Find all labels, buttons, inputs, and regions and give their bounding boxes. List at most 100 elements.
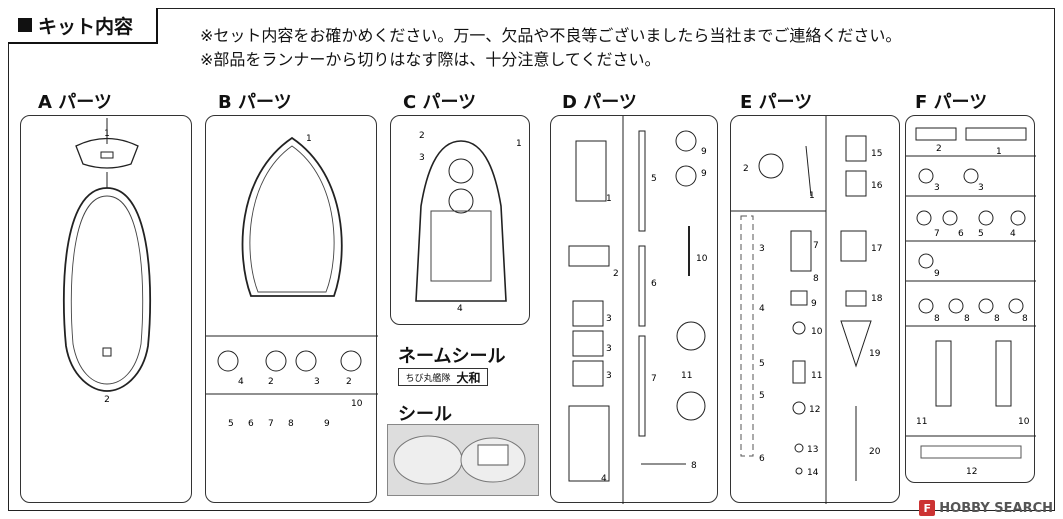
part-number-d2: 2 — [613, 269, 619, 279]
part-number-d3a: 3 — [606, 314, 612, 324]
part-b2-prop — [265, 350, 287, 372]
part-number-e17: 17 — [871, 244, 882, 254]
panel-e-drawing: 2 1 3 4 5 5 6 7 8 9 10 11 12 13 14 15 16… — [731, 116, 883, 504]
part-number-f1: 1 — [996, 147, 1002, 157]
part-f8b-shape — [948, 298, 964, 314]
part-d3a-shape — [572, 300, 604, 327]
part-number-b4: 4 — [238, 377, 244, 387]
part-number-f8c: 8 — [994, 314, 1000, 324]
decal-sheet-drawing — [393, 435, 526, 485]
panel-label-b: B パーツ — [218, 92, 292, 113]
part-c4-turret-1 — [448, 158, 474, 184]
part-number-f12: 12 — [966, 467, 977, 477]
part-e2-shape — [758, 153, 784, 179]
part-number-b5: 5 — [228, 419, 234, 429]
panel-b-drawing: 1 4 2 3 2 5 6 7 8 9 10 — [206, 134, 378, 429]
part-b1-frame — [241, 136, 343, 297]
part-d11a-shape — [676, 321, 706, 351]
part-number-f2: 2 — [936, 144, 942, 154]
part-number-f3b: 3 — [978, 183, 984, 193]
panel-label-d: D パーツ — [562, 92, 637, 113]
part-c4-deck — [415, 140, 507, 302]
part-number-d8: 8 — [691, 461, 697, 471]
section-title: キット内容 — [38, 15, 134, 38]
panel-b-runner: 1 4 2 3 2 5 6 7 8 9 10 — [205, 115, 378, 503]
part-f3a-shape — [918, 168, 934, 184]
part-number-f6: 6 — [958, 229, 964, 239]
part-number-c4: 4 — [457, 304, 463, 314]
part-e18-shape — [845, 290, 867, 307]
decal-oval-1 — [393, 435, 463, 485]
notes-block: ※セット内容をお確かめください。万一、欠品や不良等ございましたら当社までご連絡く… — [200, 24, 901, 72]
part-number-e3: 3 — [759, 244, 765, 254]
decal-block — [477, 444, 509, 466]
part-f6-shape — [942, 210, 958, 226]
part-number-d4: 4 — [601, 474, 607, 484]
part-c4-superstructure — [430, 210, 492, 282]
part-number-d9b: 9 — [701, 169, 707, 179]
part-d2-shape — [568, 245, 610, 267]
part-e10-shape — [792, 321, 806, 335]
panel-d-runner: 1 2 3 3 3 4 5 6 7 8 9 9 10 11 — [550, 115, 718, 504]
part-f8a-shape — [918, 298, 934, 314]
part-number-b6: 6 — [248, 419, 254, 429]
part-d1-shape — [575, 140, 607, 202]
part-b3-prop — [295, 350, 317, 372]
part-number-d3c: 3 — [606, 371, 612, 381]
part-number-d7: 7 — [651, 374, 657, 384]
part-number-d11: 11 — [681, 371, 692, 381]
part-d11b-shape — [676, 391, 706, 421]
part-f4-shape — [1010, 210, 1026, 226]
name-seal-small-text: ちび丸艦隊 — [405, 373, 451, 384]
part-number-c3: 3 — [419, 153, 425, 163]
part-number-d9a: 9 — [701, 147, 707, 157]
panel-label-c: C パーツ — [403, 92, 477, 113]
panel-label-e: E パーツ — [740, 92, 813, 113]
name-seal-title: ネームシール — [398, 346, 506, 367]
part-number-b8: 8 — [288, 419, 294, 429]
part-e1-shape — [805, 145, 812, 197]
part-f8d-shape — [1008, 298, 1024, 314]
panel-f-drawing: 2 1 3 3 7 6 5 4 9 8 8 8 8 11 10 12 — [906, 127, 1036, 477]
part-number-e15: 15 — [871, 149, 882, 159]
part-number-e13: 13 — [807, 445, 818, 455]
part-f12-shape — [920, 445, 1022, 459]
part-d9b-shape — [675, 165, 697, 187]
part-b4-prop — [217, 350, 239, 372]
seal-title: シール — [398, 404, 452, 425]
part-c4-turret-2 — [448, 188, 474, 214]
part-number-a2: 2 — [104, 395, 110, 405]
panel-label-a: A パーツ — [38, 92, 112, 113]
part-a1-shape — [75, 137, 139, 169]
part-number-f10: 10 — [1018, 417, 1030, 427]
part-number-e12: 12 — [809, 405, 820, 415]
part-e13-shape — [794, 443, 804, 453]
part-e14-shape — [795, 467, 803, 475]
part-number-b1: 1 — [306, 134, 312, 144]
panel-label-f: F パーツ — [915, 92, 988, 113]
part-number-d10: 10 — [696, 254, 708, 264]
part-number-f8a: 8 — [934, 314, 940, 324]
part-f2-shape — [915, 127, 957, 141]
note-line-1: ※セット内容をお確かめください。万一、欠品や不良等ございましたら当社までご連絡く… — [200, 26, 902, 45]
part-e19-shape — [840, 320, 872, 368]
panel-c-drawing: 2 3 1 4 — [415, 131, 522, 314]
part-d7-shape — [638, 335, 646, 437]
part-number-e8: 8 — [813, 274, 819, 284]
part-a2-tab — [102, 347, 112, 357]
panel-c-runner: 2 3 1 4 — [390, 115, 530, 325]
name-seal: ちび丸艦隊 大和 — [398, 368, 488, 386]
part-e17-shape — [840, 230, 867, 262]
part-b2b-prop — [340, 350, 362, 372]
part-e11-shape — [792, 360, 806, 384]
part-number-e16: 16 — [871, 181, 883, 191]
part-number-e2: 2 — [743, 164, 749, 174]
part-e9-shape — [790, 290, 808, 306]
part-number-e5b: 5 — [759, 391, 765, 401]
watermark-text: HOBBY SEARCH — [939, 500, 1053, 516]
part-number-e7: 7 — [813, 241, 819, 251]
part-number-a1: 1 — [104, 129, 110, 139]
part-number-d3b: 3 — [606, 344, 612, 354]
part-number-f3a: 3 — [934, 183, 940, 193]
part-number-e4: 4 — [759, 304, 765, 314]
